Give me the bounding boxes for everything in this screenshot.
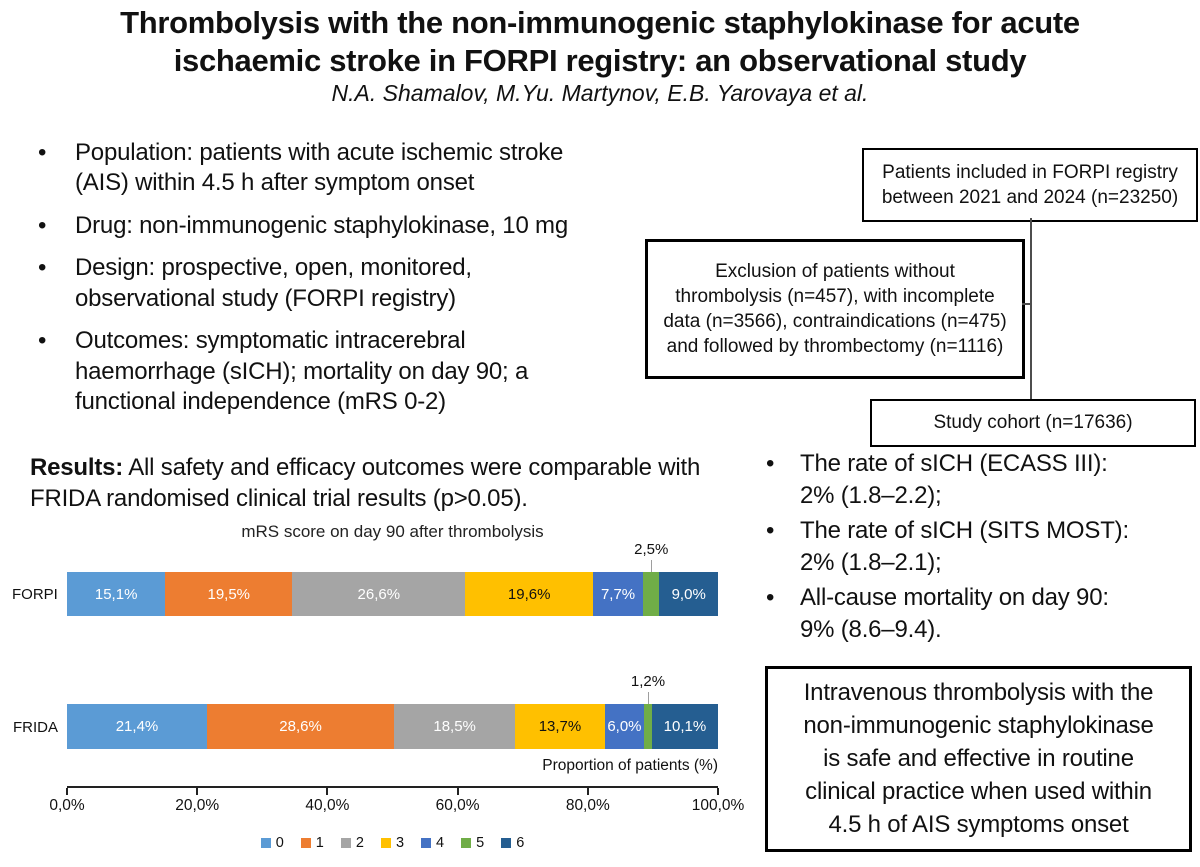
flowchart-box-registry: Patients included in FORPI registry betw… — [862, 148, 1198, 222]
findings-bullet-item: All-cause mortality on day 90: 9% (8.6–9… — [760, 582, 1196, 646]
legend-item-mrs5: 5 — [461, 835, 484, 851]
legend-label: 2 — [355, 835, 364, 851]
study-bullet-list: Population: patients with acute ischemic… — [28, 138, 646, 430]
flowchart-box-cohort: Study cohort (n=17636) — [870, 399, 1196, 447]
bar-segment-mrs2: 26,6% — [292, 572, 466, 616]
legend-label: 6 — [516, 835, 525, 851]
bar-segment-mrs5 — [643, 572, 660, 616]
bar-segment-mrs6: 10,1% — [651, 704, 718, 749]
findings-bullet-item: The rate of sICH (SITS MOST): 2% (1.8–2.… — [760, 515, 1196, 579]
legend-label: 0 — [275, 835, 284, 851]
bar-segment-mrs6: 9,0% — [659, 572, 718, 616]
results-text: All safety and efficacy outcomes were co… — [30, 454, 701, 513]
legend-swatch-icon — [380, 838, 391, 848]
axis-tick — [66, 788, 68, 795]
bar-segment-mrs3: 13,7% — [515, 704, 605, 749]
chart-title: mRS score on day 90 after thrombolysis — [241, 522, 544, 541]
axis-tick — [196, 788, 199, 795]
bar-segment-mrs1: 19,5% — [165, 572, 293, 616]
stacked-bar-chart: mRS score on day 90 after thrombolysis 2… — [49, 520, 744, 867]
bar-segment-mrs5 — [644, 704, 652, 749]
axis-tick — [586, 788, 589, 795]
chart-legend: 0 1 2 3 4 5 6 — [67, 835, 718, 851]
legend-item-mrs1: 1 — [300, 835, 324, 851]
bar-segment-mrs1: 28,6% — [207, 704, 395, 749]
legend-item-mrs2: 2 — [340, 835, 364, 851]
study-bullet-item: Design: prospective, open, monitored, ob… — [28, 253, 646, 314]
bar-forpi: 15,1%19,5%26,6%19,6%7,7% 9,0% — [67, 572, 718, 616]
authors-line: N.A. Shamalov, M.Yu. Martynov, E.B. Yaro… — [331, 80, 869, 106]
study-bullet-item: Drug: non-immunogenic staphylokinase, 10… — [28, 211, 646, 242]
findings-bullet-item: The rate of sICH (ECASS III): 2% (1.8–2.… — [760, 448, 1196, 512]
callout-label-frida-mrs5: 1,2% — [630, 673, 666, 690]
bar-frida: 21,4%28,6%18,5%13,7%6,0%10,1% — [67, 704, 718, 749]
legend-item-mrs3: 3 — [380, 835, 405, 851]
callout-leader-frida — [647, 692, 649, 705]
axis-tick-label: 80,0% — [565, 797, 610, 814]
axis-tick-label: 40,0% — [305, 797, 350, 814]
axis-tick — [717, 788, 719, 795]
bar-segment-mrs4: 7,7% — [593, 572, 644, 616]
axis-tick — [326, 788, 329, 795]
legend-item-mrs4: 4 — [421, 835, 444, 851]
study-bullet-item: Population: patients with acute ischemic… — [28, 138, 646, 199]
legend-swatch-icon — [501, 838, 512, 848]
legend-swatch-icon — [260, 838, 271, 848]
category-label-forpi: FORPI — [12, 586, 58, 603]
bar-segment-mrs0: 21,4% — [67, 704, 207, 749]
axis-tick-label: 20,0% — [175, 797, 220, 814]
legend-swatch-icon — [340, 838, 351, 848]
category-label-frida: FRIDA — [13, 719, 58, 736]
legend-label: 1 — [315, 835, 324, 851]
bar-segment-mrs0: 15,1% — [67, 572, 166, 616]
axis-tick — [456, 788, 459, 795]
bar-segment-mrs3: 19,6% — [465, 572, 593, 616]
conclusion-box: Intravenous thrombolysis with the non-im… — [765, 666, 1192, 853]
legend-label: 3 — [395, 835, 405, 851]
study-bullet-item: Outcomes: symptomatic intracerebral haem… — [28, 326, 646, 417]
axis-tick-label: 0,0% — [49, 797, 85, 814]
x-axis-label: Proportion of patients (%) — [542, 757, 718, 774]
legend-label: 4 — [436, 835, 445, 851]
axis-tick-label: 60,0% — [435, 797, 480, 814]
axis-tick-label: 100,0% — [691, 797, 745, 814]
legend-item-mrs0: 0 — [260, 835, 284, 851]
bar-segment-mrs4: 6,0% — [604, 704, 645, 749]
flowchart-connector-horizontal — [1022, 303, 1031, 305]
legend-swatch-icon — [300, 838, 311, 848]
results-paragraph: Results: All safety and efficacy outcome… — [30, 452, 735, 514]
callout-leader-forpi — [651, 560, 653, 573]
page-title: Thrombolysis with the non-immunogenic st… — [120, 5, 1080, 78]
x-axis — [66, 786, 719, 796]
flowchart-box-exclusion: Exclusion of patients without thrombolys… — [645, 239, 1025, 379]
flowchart-connector-vertical — [1030, 218, 1032, 399]
legend-label: 5 — [476, 835, 485, 851]
legend-swatch-icon — [421, 838, 432, 848]
findings-bullet-list: The rate of sICH (ECASS III): 2% (1.8–2.… — [760, 448, 1196, 648]
legend-swatch-icon — [461, 838, 472, 848]
callout-label-forpi-mrs5: 2,5% — [634, 541, 669, 558]
bar-segment-mrs2: 18,5% — [394, 704, 516, 749]
results-label: Results: — [30, 454, 124, 481]
legend-item-mrs6: 6 — [501, 835, 524, 851]
